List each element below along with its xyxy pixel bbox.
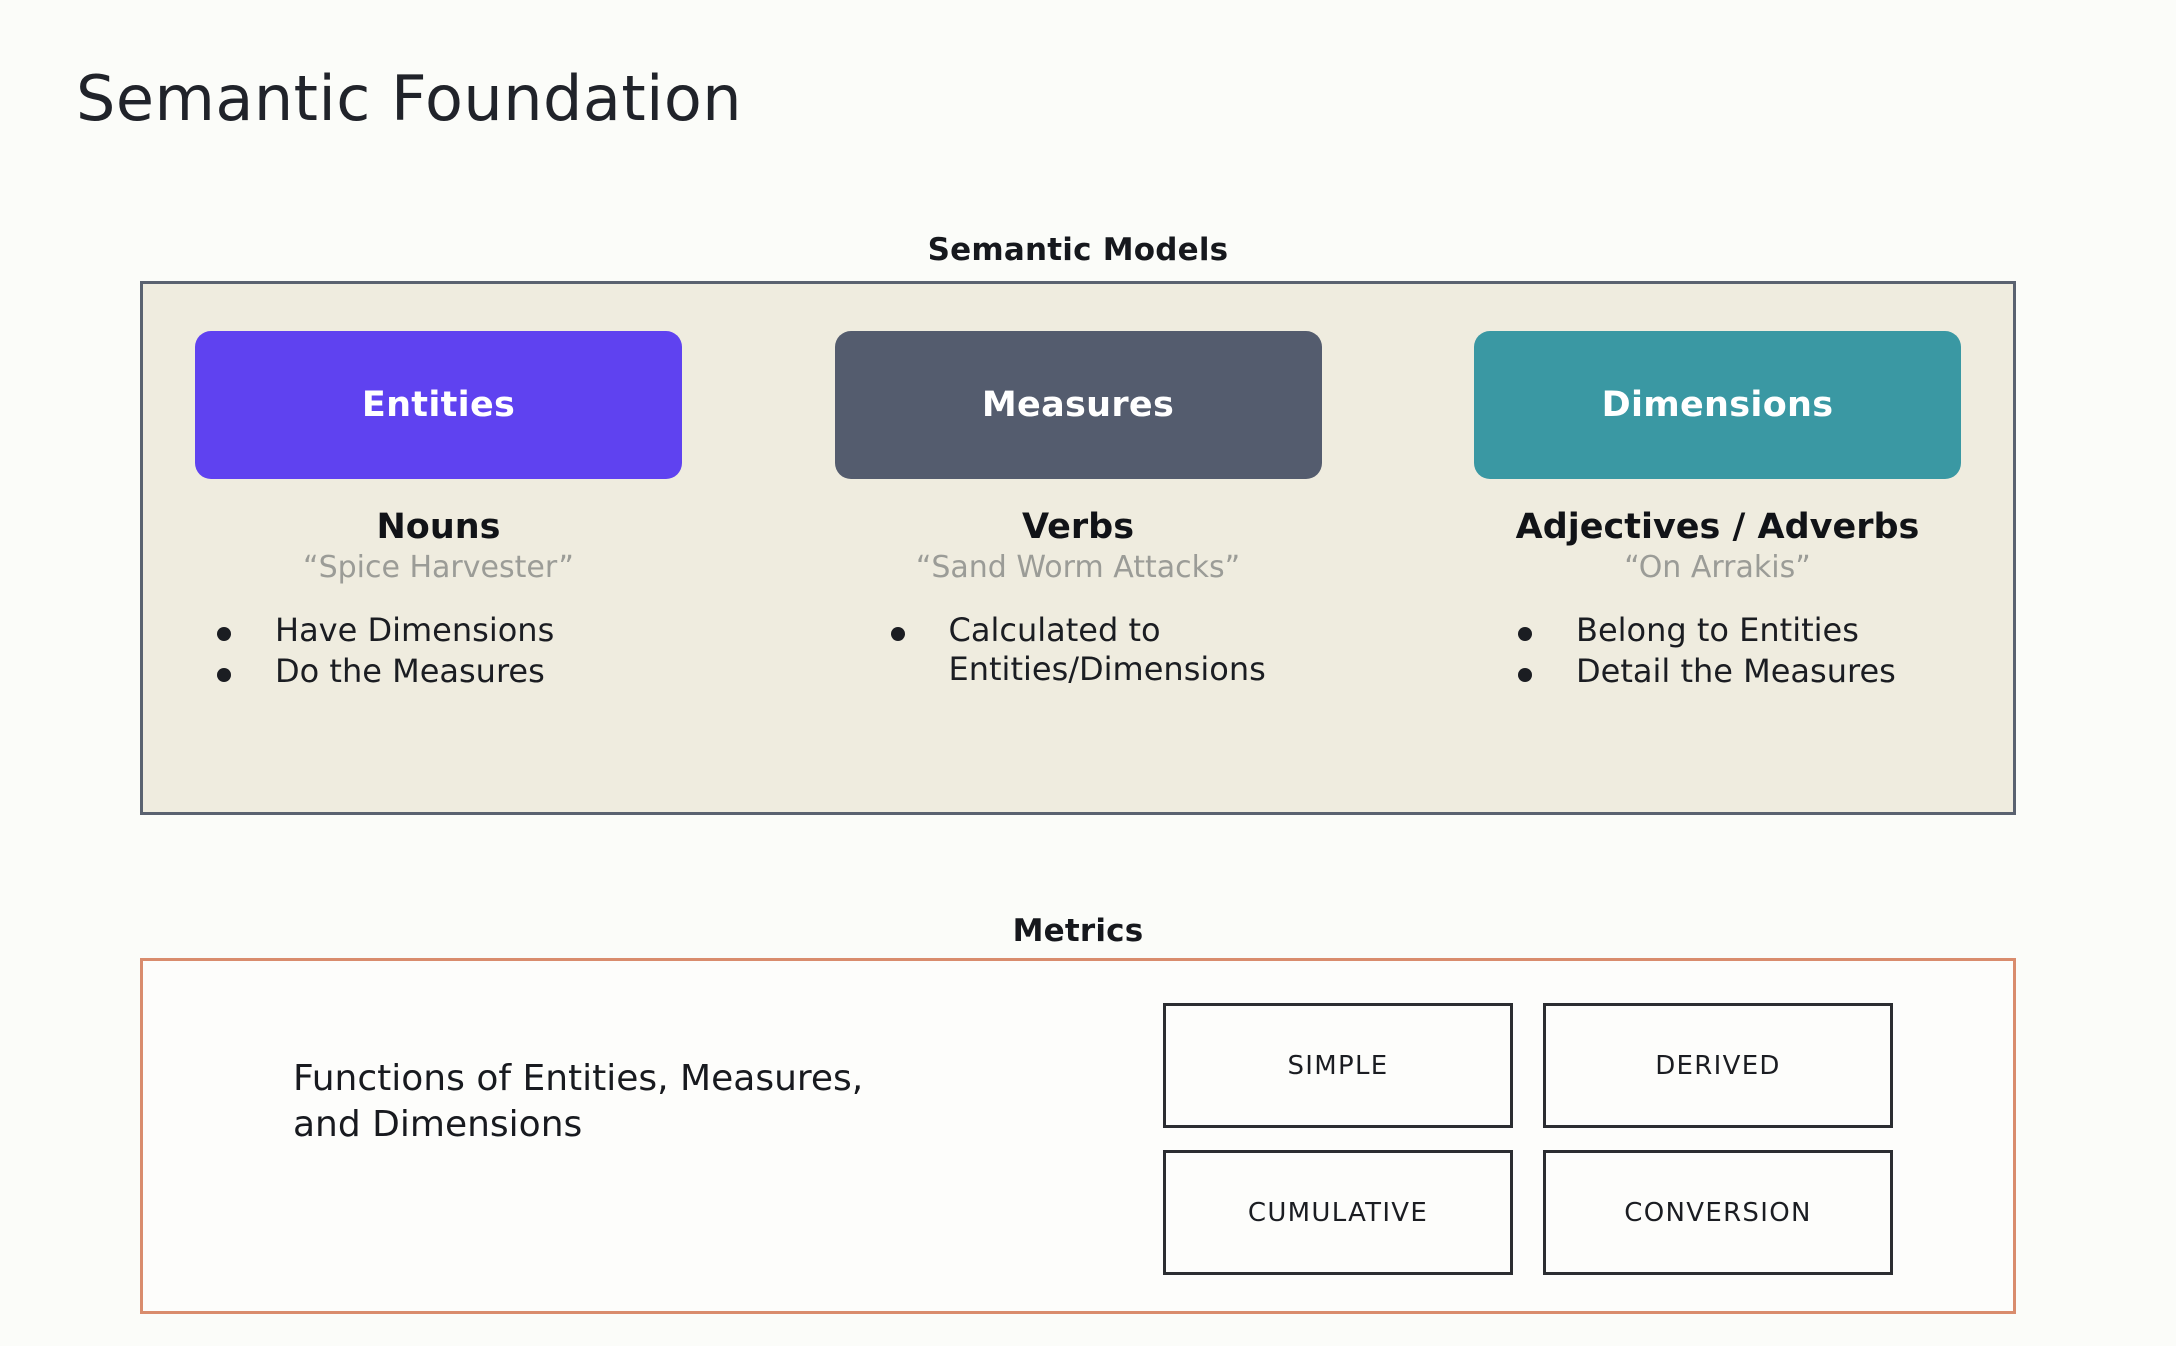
metrics-caption: Metrics <box>1012 913 1144 949</box>
bullet-dot-icon <box>1518 627 1532 642</box>
bullet-dot-icon <box>890 627 905 642</box>
dimensions-example: “On Arrakis” <box>1624 549 1811 585</box>
semantic-models-caption: Semantic Models <box>927 232 1229 268</box>
dimensions-bullet-2: Detail the Measures <box>1576 651 1896 690</box>
dimensions-bullet-list: Belong to Entities Detail the Measures <box>1474 611 1961 692</box>
list-item: Calculated to Entities/Dimensions <box>890 611 1266 688</box>
metric-type-conversion[interactable]: CONVERSION <box>1543 1150 1893 1275</box>
list-item: Have Dimensions <box>217 611 554 649</box>
list-item: Belong to Entities <box>1518 611 1859 649</box>
semantic-models-columns: Entities Nouns “Spice Harvester” Have Di… <box>143 284 2013 812</box>
measures-part-of-speech: Verbs <box>1021 507 1135 547</box>
dimensions-bullet-1: Belong to Entities <box>1576 611 1859 650</box>
entities-chip[interactable]: Entities <box>195 331 682 479</box>
measures-bullet-1: Calculated to Entities/Dimensions <box>948 611 1266 688</box>
measures-bullet-list: Calculated to Entities/Dimensions <box>835 611 1322 690</box>
semantic-column-measures: Measures Verbs “Sand Worm Attacks” Calcu… <box>834 331 1322 812</box>
list-item: Do the Measures <box>217 652 545 690</box>
metrics-description: Functions of Entities, Measures, and Dim… <box>293 1058 864 1146</box>
semantic-models-panel: Entities Nouns “Spice Harvester” Have Di… <box>140 281 2016 815</box>
measures-example: “Sand Worm Attacks” <box>915 549 1241 585</box>
entities-example: “Spice Harvester” <box>303 549 574 585</box>
metric-type-grid: SIMPLE DERIVED CUMULATIVE CONVERSION <box>1163 1003 1903 1275</box>
metric-type-cumulative[interactable]: CUMULATIVE <box>1163 1150 1513 1275</box>
semantic-column-dimensions: Dimensions Adjectives / Adverbs “On Arra… <box>1474 331 1961 812</box>
entities-bullet-list: Have Dimensions Do the Measures <box>195 611 682 692</box>
metrics-panel: Functions of Entities, Measures, and Dim… <box>140 958 2016 1314</box>
semantic-column-entities: Entities Nouns “Spice Harvester” Have Di… <box>195 331 682 812</box>
dimensions-part-of-speech: Adjectives / Adverbs <box>1515 507 1920 547</box>
metric-type-simple[interactable]: SIMPLE <box>1163 1003 1513 1128</box>
entities-bullet-2: Do the Measures <box>275 651 545 690</box>
bullet-dot-icon <box>1518 667 1532 682</box>
list-item: Detail the Measures <box>1518 652 1896 690</box>
page-title: Semantic Foundation <box>76 62 743 135</box>
measures-chip[interactable]: Measures <box>834 331 1322 479</box>
entities-bullet-1: Have Dimensions <box>275 611 555 650</box>
metric-type-derived[interactable]: DERIVED <box>1543 1003 1893 1128</box>
entities-part-of-speech: Nouns <box>376 507 501 547</box>
dimensions-chip[interactable]: Dimensions <box>1474 331 1961 479</box>
bullet-dot-icon <box>217 667 231 682</box>
bullet-dot-icon <box>217 627 231 642</box>
